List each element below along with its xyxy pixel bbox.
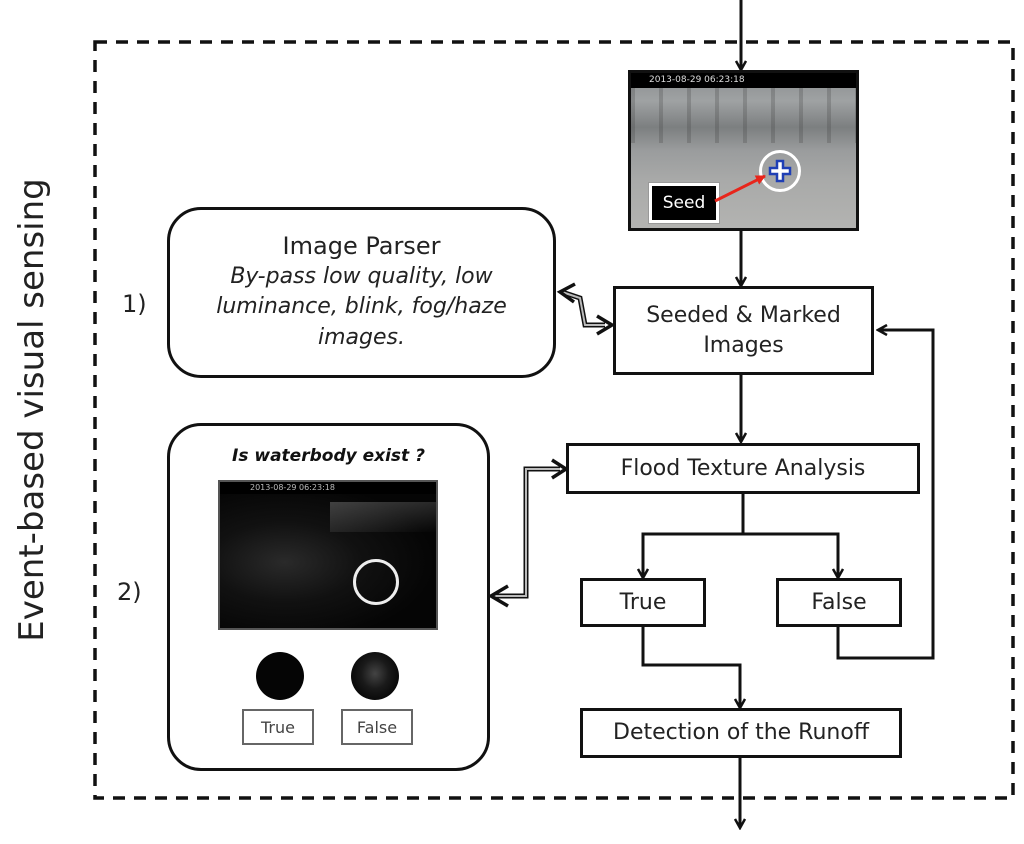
plus-icon xyxy=(768,159,792,183)
image-parser-title: Image Parser xyxy=(282,232,441,260)
seeded-marked-line2: Images xyxy=(703,332,784,358)
camera-seed-image: 2013-08-29 06:23:18 Seed xyxy=(628,70,859,231)
flood-texture-analysis-box: Flood Texture Analysis xyxy=(566,443,920,494)
flood-to-false-arrow xyxy=(743,532,838,578)
seed-pointer-arrow xyxy=(714,174,766,203)
event-sensing-boundary xyxy=(93,40,1015,800)
image-parser-box: Image Parser By-pass low quality, low lu… xyxy=(167,207,556,378)
parser-seeded-link xyxy=(556,282,616,336)
seeded-marked-line1: Seeded & Marked xyxy=(646,302,841,328)
side-label: Event-based visual sensing xyxy=(2,170,62,650)
true-sample-circle xyxy=(256,652,304,700)
sample-region-circle xyxy=(353,559,399,605)
waterbody-timestamp: 2013-08-29 06:23:18 xyxy=(220,482,436,494)
step-1-label: 1) xyxy=(122,290,147,318)
true-to-runoff-arrow xyxy=(641,626,740,708)
false-sample-circle xyxy=(351,652,399,700)
image-parser-description: By-pass low quality, low luminance, blin… xyxy=(216,264,507,350)
waterbody-false-box: False xyxy=(341,709,413,745)
seeded-marked-images-box: Seeded & Marked Images xyxy=(613,286,874,375)
waterbody-title: Is waterbody exist ? xyxy=(232,446,425,466)
side-label-text: Event-based visual sensing xyxy=(12,178,52,642)
bridge-wall xyxy=(631,88,856,143)
step-2-label: 2) xyxy=(117,578,142,606)
runoff-detection-box: Detection of the Runoff xyxy=(580,708,902,758)
flood-to-true-arrow xyxy=(643,494,745,578)
camera-timestamp: 2013-08-29 06:23:18 xyxy=(631,73,856,88)
waterbody-true-box: True xyxy=(242,709,314,745)
seed-marker-circle xyxy=(759,150,801,192)
false-loop-arrow xyxy=(836,330,935,660)
false-node: False xyxy=(776,578,902,627)
waterbody-texture-image: 2013-08-29 06:23:18 xyxy=(218,480,438,630)
waterbody-flood-link xyxy=(487,458,570,608)
true-node: True xyxy=(580,578,706,627)
seed-label: Seed xyxy=(649,183,719,223)
texture-highlight xyxy=(330,502,436,532)
